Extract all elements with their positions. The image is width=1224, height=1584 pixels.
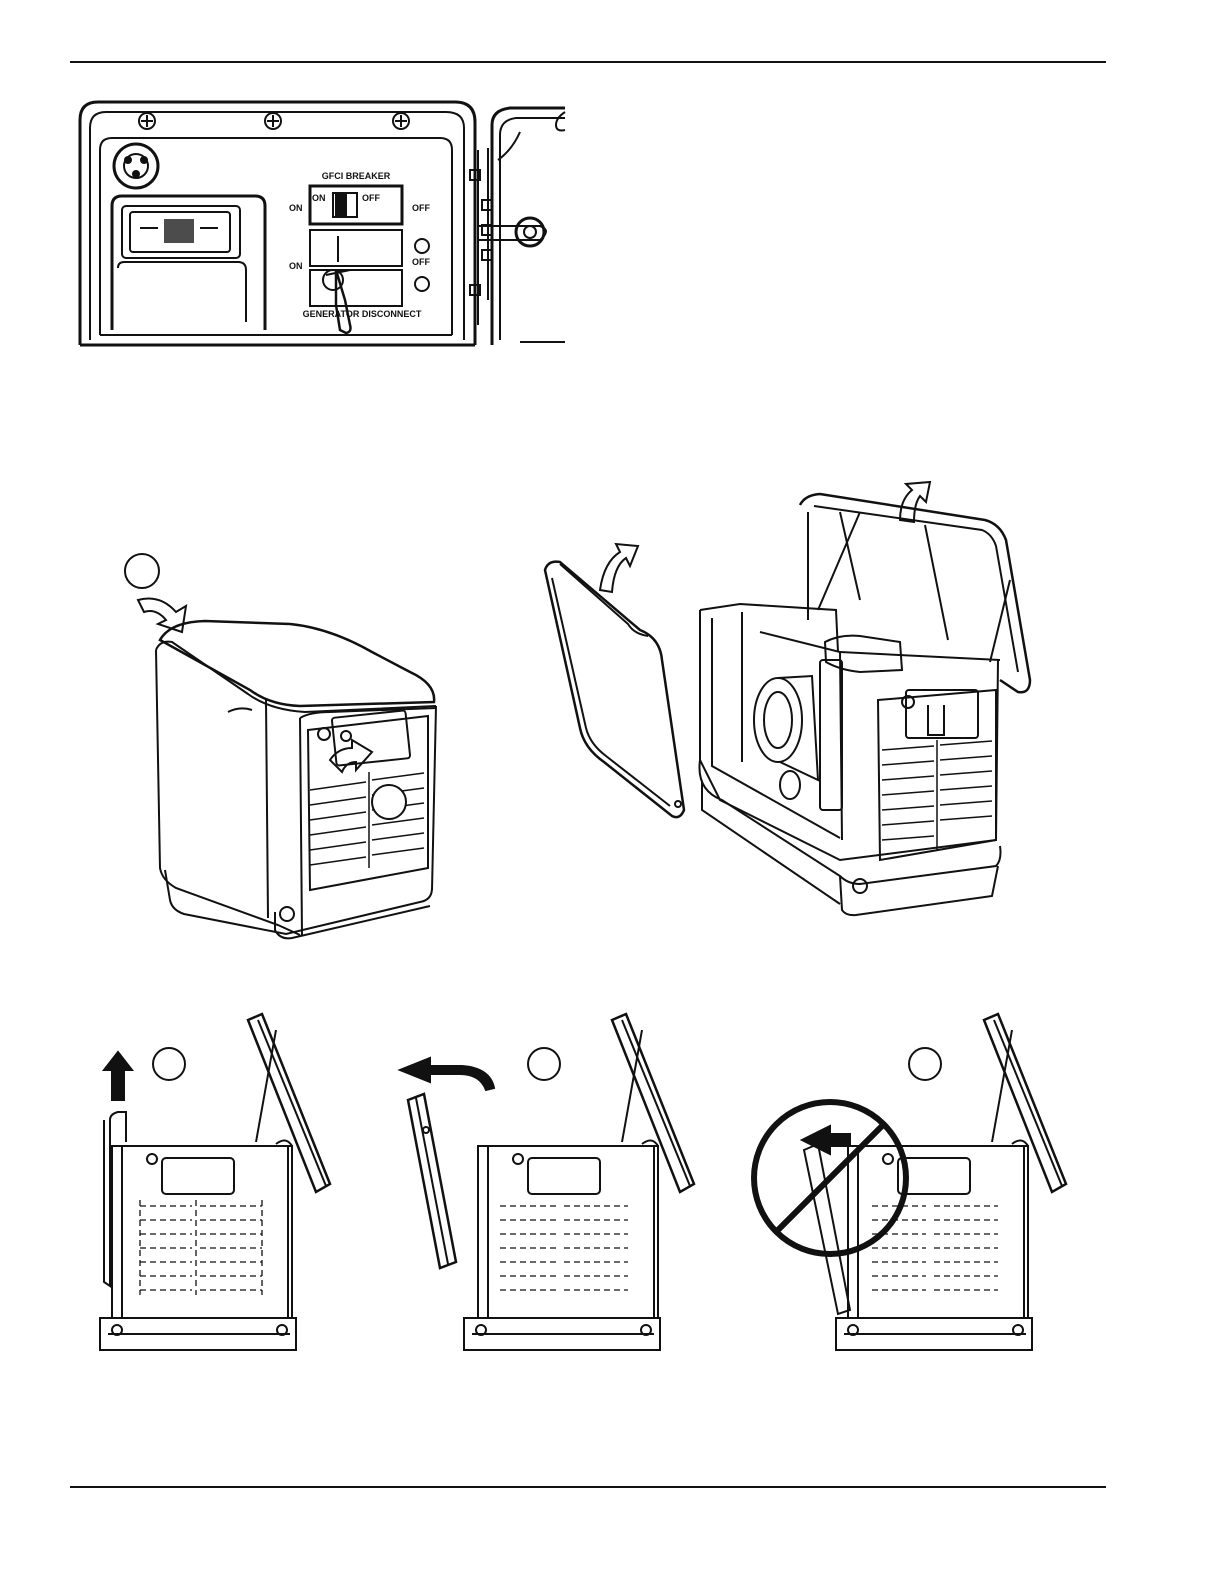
gfci-off-label: OFF: [412, 203, 430, 213]
side-view-figure-3: [754, 1014, 1066, 1350]
curved-arrow-icon: [900, 482, 930, 522]
gfci-switch-off-label: OFF: [362, 193, 380, 203]
gfci-breaker-label: GFCI BREAKER: [322, 171, 391, 181]
arrow-up-icon: [104, 1052, 132, 1100]
callout-circle-icon: [372, 785, 406, 819]
disconnect-off-label: OFF: [412, 257, 430, 267]
callout-circle-icon: [528, 1048, 560, 1080]
callout-circle-icon: [153, 1048, 185, 1080]
gfci-on-label: ON: [289, 203, 303, 213]
connector-icon: [114, 144, 158, 188]
screw-icon: [139, 113, 155, 129]
side-view-figure-1: [100, 1014, 330, 1350]
callout-circle-icon: [125, 554, 159, 588]
side-view-figure-2: [400, 1014, 694, 1350]
panel-door: [470, 108, 565, 345]
arrow-left-icon: [400, 1058, 494, 1090]
screw-icon: [265, 113, 281, 129]
curved-arrow-icon: [600, 544, 638, 592]
open-generator-figure: [545, 482, 1030, 915]
control-panel-figure: GFCI BREAKER ON OFF ON OFF ON OFF GENERA…: [80, 102, 565, 345]
generator-disconnect-label: GENERATOR DISCONNECT: [303, 309, 422, 319]
screw-icon: [393, 113, 409, 129]
callout-circle-icon: [909, 1048, 941, 1080]
gfci-outlet: [112, 196, 265, 330]
curved-arrow-icon: [138, 599, 186, 633]
prohibition-sign-icon: [754, 1102, 906, 1314]
disconnect-on-label: ON: [289, 261, 303, 271]
gfci-switch-on-label: ON: [312, 193, 326, 203]
closed-generator-figure: [125, 554, 436, 938]
